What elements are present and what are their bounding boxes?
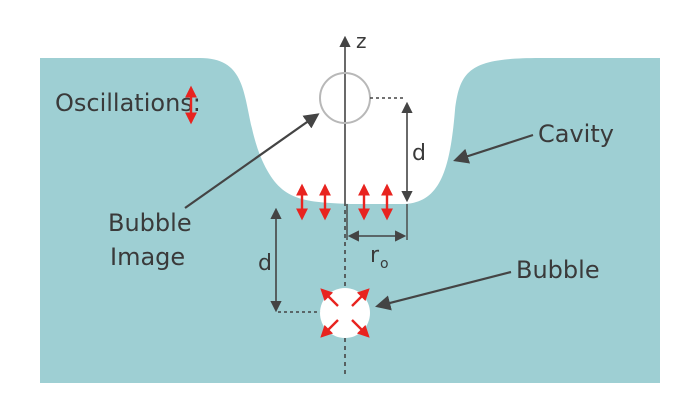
bubble-image-pointer-arrow <box>184 113 320 209</box>
cavity-oscillation-arrows <box>296 183 393 221</box>
top-distance-label: d <box>412 141 426 166</box>
bottom-distance-label: d <box>258 251 272 276</box>
bubble-label: Bubble <box>516 256 600 284</box>
red-radial-arrow-icon <box>320 319 339 338</box>
axis-z-label: z <box>356 29 367 53</box>
cavity-label: Cavity <box>538 120 614 148</box>
radius-subscript: o <box>380 256 389 272</box>
oscillations-label: Oscillations: <box>55 89 201 117</box>
bubble-image-label-line1: Bubble <box>108 209 192 237</box>
water-region <box>40 58 660 383</box>
radius-label: r <box>370 243 380 268</box>
cavity-pointer-arrow <box>453 133 534 164</box>
red-radial-arrow-icon <box>320 288 339 307</box>
bubble-force-arrows <box>320 288 370 338</box>
bubble-pointer-arrow <box>375 270 512 311</box>
red-radial-arrow-icon <box>351 319 370 338</box>
red-radial-arrow-icon <box>351 288 370 307</box>
bubble-image-label-line2: Image <box>110 243 185 271</box>
